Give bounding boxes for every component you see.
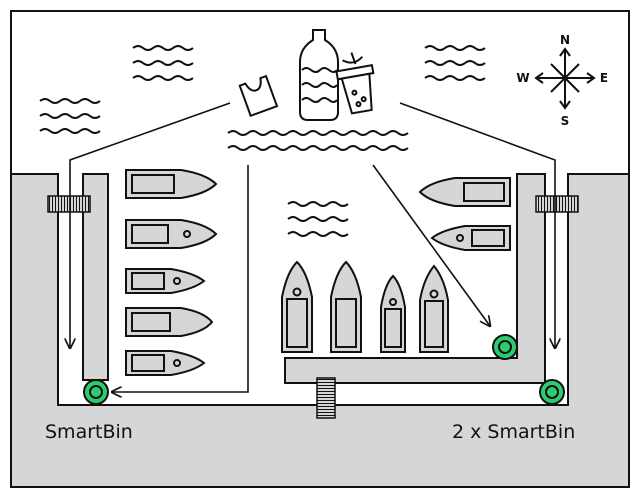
central-pier bbox=[284, 173, 546, 384]
boat bbox=[125, 350, 206, 376]
boat bbox=[418, 177, 511, 207]
trash-items bbox=[238, 29, 375, 121]
plastic-bottle-icon bbox=[299, 29, 339, 121]
boat bbox=[330, 260, 362, 353]
left-smartbin-label: SmartBin bbox=[45, 421, 133, 443]
compass-south: S bbox=[561, 114, 570, 128]
right-barrier bbox=[535, 195, 579, 213]
boat bbox=[125, 268, 206, 294]
boat bbox=[125, 219, 218, 249]
compass-icon bbox=[534, 47, 596, 110]
plastic-bag-icon bbox=[238, 74, 279, 118]
flow-arrows bbox=[70, 102, 555, 392]
left-barrier bbox=[47, 195, 91, 213]
boat bbox=[380, 274, 406, 353]
smartbin-right-2 bbox=[539, 379, 565, 405]
land bbox=[10, 173, 630, 488]
compass-west: W bbox=[516, 71, 529, 85]
right-smartbin-label: 2 x SmartBin bbox=[452, 421, 575, 443]
boat bbox=[125, 307, 214, 337]
boat bbox=[430, 225, 511, 251]
boat bbox=[419, 264, 449, 353]
compass-north: N bbox=[560, 33, 570, 47]
boat bbox=[125, 169, 218, 199]
smartbin-left bbox=[83, 379, 109, 405]
boat bbox=[281, 260, 313, 353]
drink-cup-icon bbox=[335, 52, 375, 115]
bottom-barrier bbox=[316, 377, 336, 419]
smartbin-right-1 bbox=[492, 334, 518, 360]
compass-east: E bbox=[600, 71, 608, 85]
